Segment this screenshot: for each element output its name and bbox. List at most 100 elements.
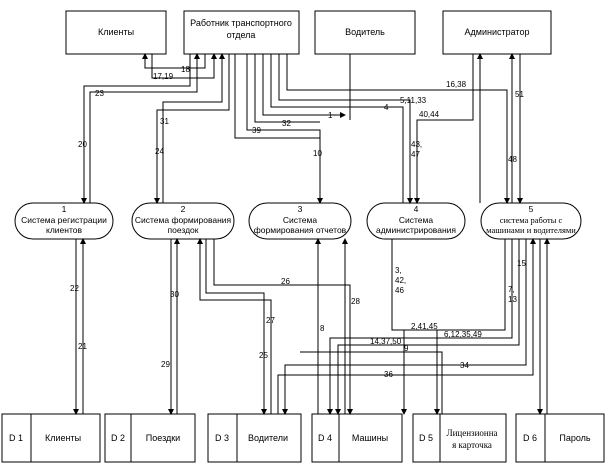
label-48: 48 — [508, 155, 517, 164]
label-13: 13 — [508, 295, 517, 304]
flow-34 — [282, 239, 527, 415]
process-4-line-1: Система — [399, 215, 434, 225]
label-25: 25 — [259, 351, 268, 360]
flow-lines-top-right — [234, 53, 523, 204]
process-5-line-2: машинами и водителями — [486, 225, 576, 235]
label-6-12: 6,12,35,49 — [444, 330, 482, 339]
entity-admin: Администратор — [442, 10, 552, 55]
flow-36 — [277, 238, 536, 414]
label-17-19: 17,19 — [153, 72, 174, 81]
flow-1 — [262, 54, 346, 118]
process-2: 2 Система формирования поездок — [131, 202, 235, 240]
store-d6-name: Пароль — [559, 433, 591, 443]
flow-26 — [213, 239, 353, 415]
label-14-37-50: 14,37,50 — [370, 337, 402, 346]
label-31: 31 — [160, 117, 169, 126]
flow-2-41-45 — [401, 239, 506, 415]
label-8: 8 — [320, 324, 325, 333]
label-15: 15 — [517, 259, 526, 268]
entity-transport-worker-label-1: Работник транспортного — [190, 18, 292, 28]
flow-lines-top-left — [81, 53, 230, 204]
label-46: 46 — [395, 286, 404, 295]
label-27: 27 — [266, 316, 275, 325]
flow-32-line — [254, 54, 320, 123]
flow-20 — [81, 54, 191, 204]
label-32: 32 — [282, 119, 291, 128]
store-d3-id: D 3 — [215, 433, 229, 443]
flow-14-37-50 — [335, 239, 520, 415]
process-1-line-1: Система регистрации — [21, 215, 107, 225]
label-5-11-33: 5,11,33 — [400, 96, 427, 105]
flow-23 — [89, 53, 200, 203]
process-4-number: 4 — [414, 204, 419, 214]
flow-4 — [270, 54, 404, 203]
store-d3-name: Водители — [248, 433, 288, 443]
entity-clients: Клиенты — [65, 10, 167, 55]
flow-25 — [197, 238, 272, 414]
store-d1: D 1 Клиенты — [1, 413, 101, 463]
label-51: 51 — [515, 90, 524, 99]
process-2-line-2: поездок — [168, 225, 199, 235]
flow-17-19 — [151, 53, 217, 79]
label-10: 10 — [313, 149, 322, 158]
process-5-number: 5 — [529, 204, 534, 214]
flow-labels: 18 17,19 23 20 31 24 39 32 1 4 5,11,33 1… — [70, 65, 526, 379]
label-2-41-45: 2,41,45 — [411, 322, 438, 331]
store-d5-name-2: я карточка — [452, 440, 492, 450]
process-2-number: 2 — [181, 204, 186, 214]
process-3-line-2: формирования отчетов — [254, 225, 347, 235]
process-4: 4 Система администрирования — [366, 202, 466, 240]
flow-6-12 — [327, 239, 513, 415]
store-d6: D 6 Пароль — [515, 413, 605, 463]
store-d6-id: D 6 — [523, 433, 537, 443]
label-23: 23 — [95, 89, 104, 98]
flow-aux-line — [234, 54, 320, 139]
process-3-number: 3 — [298, 204, 303, 214]
store-d1-name: Клиенты — [45, 433, 81, 443]
label-29: 29 — [161, 360, 170, 369]
label-42: 42, — [395, 276, 406, 285]
label-20: 20 — [78, 140, 87, 149]
store-d4: D 4 Машины — [311, 413, 403, 463]
store-d5-name-1: Лицензионна — [446, 428, 497, 438]
store-d5-id: D 5 — [419, 433, 433, 443]
label-47: 47 — [411, 150, 420, 159]
label-9: 9 — [404, 344, 409, 353]
entity-driver: Водитель — [314, 10, 416, 55]
flow-31 — [162, 53, 225, 203]
entity-driver-label: Водитель — [345, 27, 385, 37]
store-d2-id: D 2 — [111, 433, 125, 443]
entity-transport-worker-label-2: отдела — [227, 30, 256, 40]
flow-27 — [205, 239, 267, 415]
flow-5-11-33 — [278, 54, 413, 204]
label-36: 36 — [384, 370, 393, 379]
label-43: 43, — [411, 140, 422, 149]
flow-9 — [300, 351, 443, 414]
label-3: 3, — [395, 266, 402, 275]
label-30: 30 — [170, 290, 179, 299]
process-5: 5 система работы с машинами и водителями — [480, 202, 582, 240]
store-d2: D 2 Поездки — [104, 413, 196, 463]
label-7: 7, — [508, 285, 515, 294]
store-d5: D 5 Лицензионна я карточка — [412, 413, 507, 463]
process-5-line-1: система работы с — [500, 215, 563, 225]
store-d4-id: D 4 — [318, 433, 332, 443]
flow-18 — [142, 53, 206, 69]
label-28: 28 — [351, 297, 360, 306]
store-d3: D 3 Водители — [207, 413, 302, 463]
store-d1-id: D 1 — [9, 433, 23, 443]
label-4: 4 — [384, 103, 389, 112]
label-26: 26 — [281, 277, 290, 286]
label-1: 1 — [328, 111, 333, 120]
label-34: 34 — [460, 361, 469, 370]
label-16-38: 16,38 — [446, 80, 467, 89]
process-1-line-2: клиентов — [46, 225, 82, 235]
label-24: 24 — [155, 147, 164, 156]
label-21: 21 — [78, 342, 87, 351]
flow-40-44 — [414, 54, 474, 204]
label-40-44: 40,44 — [419, 110, 440, 119]
entity-admin-label: Администратор — [465, 27, 530, 37]
store-d2-name: Поездки — [146, 433, 180, 443]
flow-lines-bottom — [73, 238, 550, 415]
